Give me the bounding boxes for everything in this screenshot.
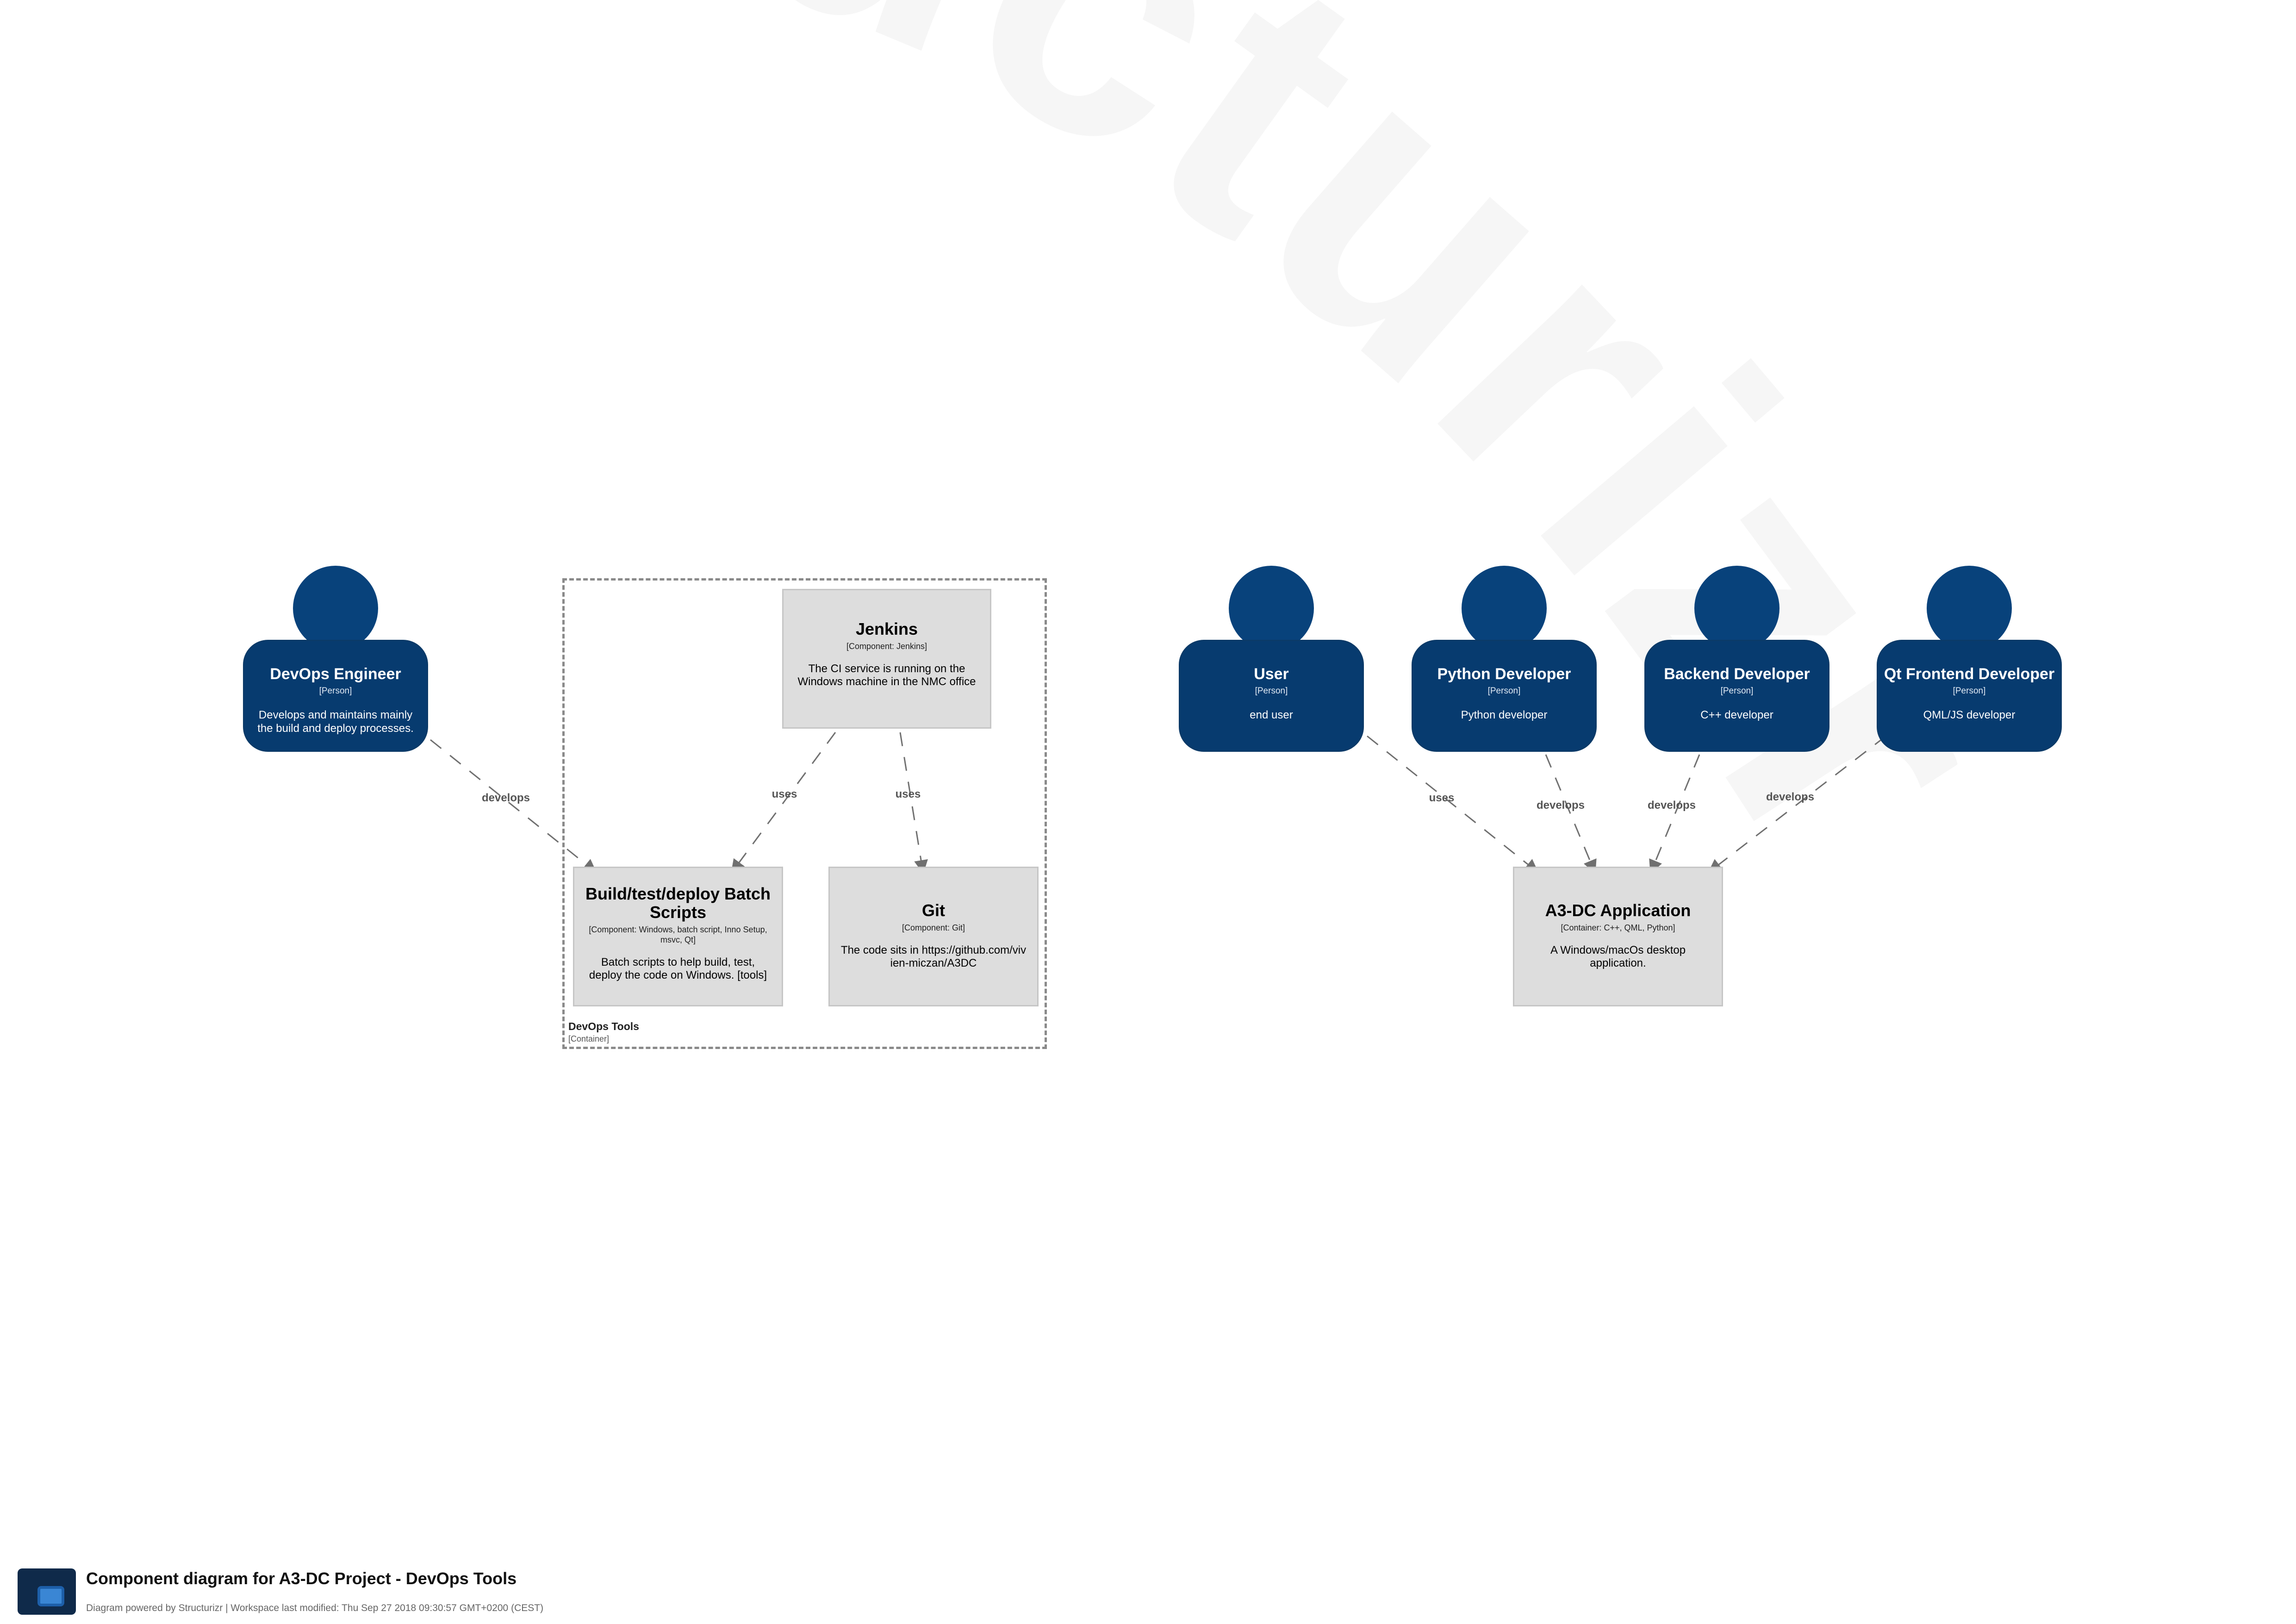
component-type: [Component: Windows, batch script, Inno … xyxy=(589,925,767,944)
boundary-name: DevOps Tools xyxy=(568,1020,639,1032)
person-python-developer[interactable]: Python Developer [Person] Python develop… xyxy=(1412,566,1597,752)
person-head-icon xyxy=(293,566,378,651)
person-name: Qt Frontend Developer xyxy=(1884,665,2055,683)
edge-jenkins-to-scripts xyxy=(731,732,836,874)
edge-label-develops: develops xyxy=(1536,799,1585,812)
boundary-type: [Container] xyxy=(568,1034,610,1043)
component-git[interactable]: Git [Component: Git] The code sits in ht… xyxy=(828,867,1039,1006)
person-name: User xyxy=(1254,665,1289,683)
diagram-title: Component diagram for A3-DC Project - De… xyxy=(86,1569,517,1588)
component-description: The CI service is running on the Windows… xyxy=(797,662,976,688)
edge-devops-to-scripts xyxy=(430,739,597,873)
component-build-scripts[interactable]: Build/test/deploy Batch Scripts [Compone… xyxy=(573,867,783,1006)
person-description: end user xyxy=(1250,709,1293,721)
person-head-icon xyxy=(1462,566,1547,651)
person-user[interactable]: User [Person] end user xyxy=(1179,566,1364,752)
edge-backend-to-app xyxy=(1649,754,1700,874)
component-type: [Component: Git] xyxy=(902,923,965,932)
person-backend-developer[interactable]: Backend Developer [Person] C++ developer xyxy=(1644,566,1829,752)
edge-label-uses: uses xyxy=(895,788,921,800)
person-description: QML/JS developer xyxy=(1923,709,2016,721)
person-head-icon xyxy=(1694,566,1780,651)
person-devops-engineer[interactable]: DevOps Engineer [Person] Develops and ma… xyxy=(243,566,428,752)
person-name: Backend Developer xyxy=(1664,665,1810,683)
structurizr-logo-icon xyxy=(18,1568,76,1615)
component-description: Batch scripts to help build, test, deplo… xyxy=(589,956,767,981)
person-type: [Person] xyxy=(1487,686,1521,696)
edge-qt-to-app xyxy=(1708,735,1886,873)
component-name: Build/test/deploy Batch Scripts xyxy=(585,884,771,922)
component-name: Git xyxy=(922,901,945,920)
person-head-icon xyxy=(1927,566,2012,651)
component-description: A Windows/macOs desktop application. xyxy=(1550,944,1686,969)
edge-user-to-app xyxy=(1367,735,1539,873)
component-name: A3-DC Application xyxy=(1545,901,1691,920)
person-name: DevOps Engineer xyxy=(270,665,401,683)
person-type: [Person] xyxy=(1953,686,1986,696)
component-description: The code sits in https://github.com/vivi… xyxy=(840,944,1027,969)
edge-label-uses: uses xyxy=(1429,792,1455,804)
person-type: [Person] xyxy=(319,686,352,696)
person-qt-frontend-developer[interactable]: Qt Frontend Developer [Person] QML/JS de… xyxy=(1877,566,2062,752)
component-type: [Container: C++, QML, Python] xyxy=(1561,923,1675,932)
edge-python-to-app xyxy=(1545,754,1597,874)
person-description: C++ developer xyxy=(1700,709,1773,721)
person-description: Develops and maintains mainly the build … xyxy=(257,709,414,735)
devops-tools-boundary: DevOps Tools [Container] xyxy=(562,578,1047,1049)
edge-label-uses: uses xyxy=(772,788,797,800)
person-name: Python Developer xyxy=(1437,665,1571,683)
edge-label-develops: develops xyxy=(481,792,530,804)
person-type: [Person] xyxy=(1720,686,1754,696)
component-name: Jenkins xyxy=(855,619,918,638)
person-type: [Person] xyxy=(1255,686,1288,696)
edge-label-develops: develops xyxy=(1647,799,1696,812)
component-type: [Component: Jenkins] xyxy=(846,642,927,651)
person-head-icon xyxy=(1229,566,1314,651)
component-jenkins[interactable]: Jenkins [Component: Jenkins] The CI serv… xyxy=(782,589,991,729)
person-description: Python developer xyxy=(1461,709,1548,721)
container-a3dc-application[interactable]: A3-DC Application [Container: C++, QML, … xyxy=(1513,867,1723,1006)
diagram-subtitle: Diagram powered by Structurizr | Workspa… xyxy=(86,1603,544,1613)
edge-label-develops: develops xyxy=(1766,791,1815,803)
